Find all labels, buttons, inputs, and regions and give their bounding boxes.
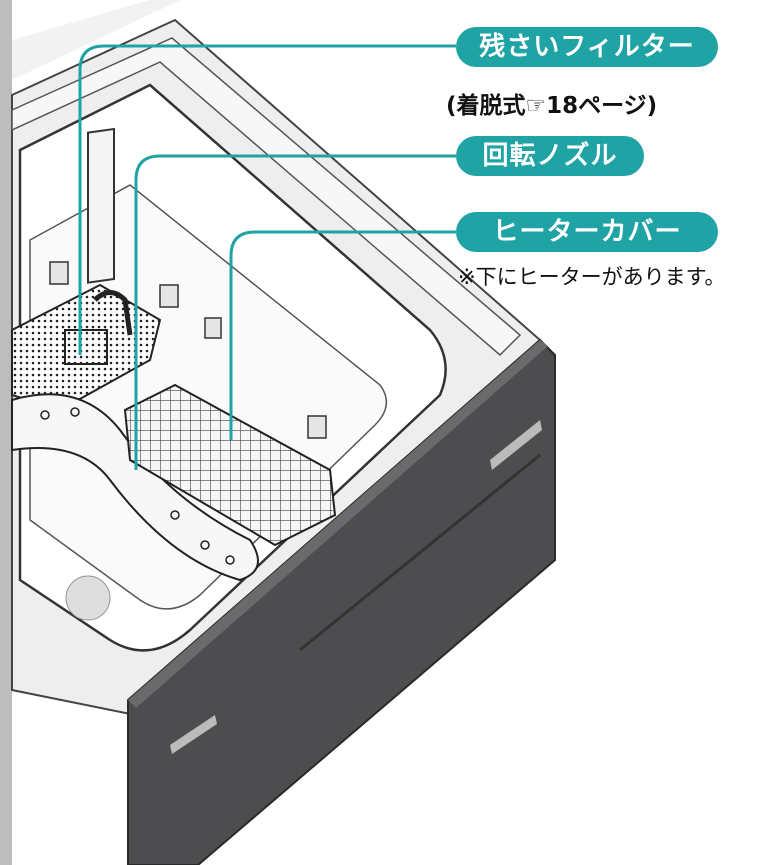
front-panel-top-edge <box>128 340 548 708</box>
leader-line-residue-filter <box>78 44 456 355</box>
wall-clip <box>307 415 327 439</box>
filter-handle <box>93 290 133 336</box>
nozzle-hole <box>40 410 50 420</box>
drawer-rim <box>11 37 522 357</box>
leader-line-rotating-nozzle <box>134 154 456 470</box>
note-residue-filter: (着脱式☞18ページ) <box>446 93 658 119</box>
nozzle-hole <box>170 510 180 520</box>
nozzle-hole <box>200 540 210 550</box>
heater-cover-grill <box>123 383 337 547</box>
nozzle-hole <box>225 555 235 565</box>
label-residue-filter: 残さいフィルター <box>456 27 718 67</box>
nozzle-hole <box>70 407 80 417</box>
drain-ball <box>65 575 111 621</box>
note-heater-cover: ※下にヒーターがあります。 <box>458 265 726 289</box>
handle-highlight-left <box>170 715 217 754</box>
residue-filter-cup <box>64 329 108 365</box>
tub-bottom <box>29 184 388 610</box>
rotating-nozzle-arm <box>11 393 259 582</box>
counter-surface <box>12 0 180 80</box>
front-panel-handle-groove <box>299 453 541 652</box>
handle-highlight-right <box>490 420 542 470</box>
label-rotating-nozzle: 回転ノズル <box>456 136 644 176</box>
rack-post <box>87 127 115 284</box>
left-edge-strip <box>0 0 12 865</box>
leader-line-heater-cover <box>229 230 456 440</box>
wall-clip <box>49 261 69 285</box>
wall-clip <box>159 284 179 308</box>
wall-clip <box>204 317 222 339</box>
label-heater-cover: ヒーターカバー <box>456 212 718 252</box>
